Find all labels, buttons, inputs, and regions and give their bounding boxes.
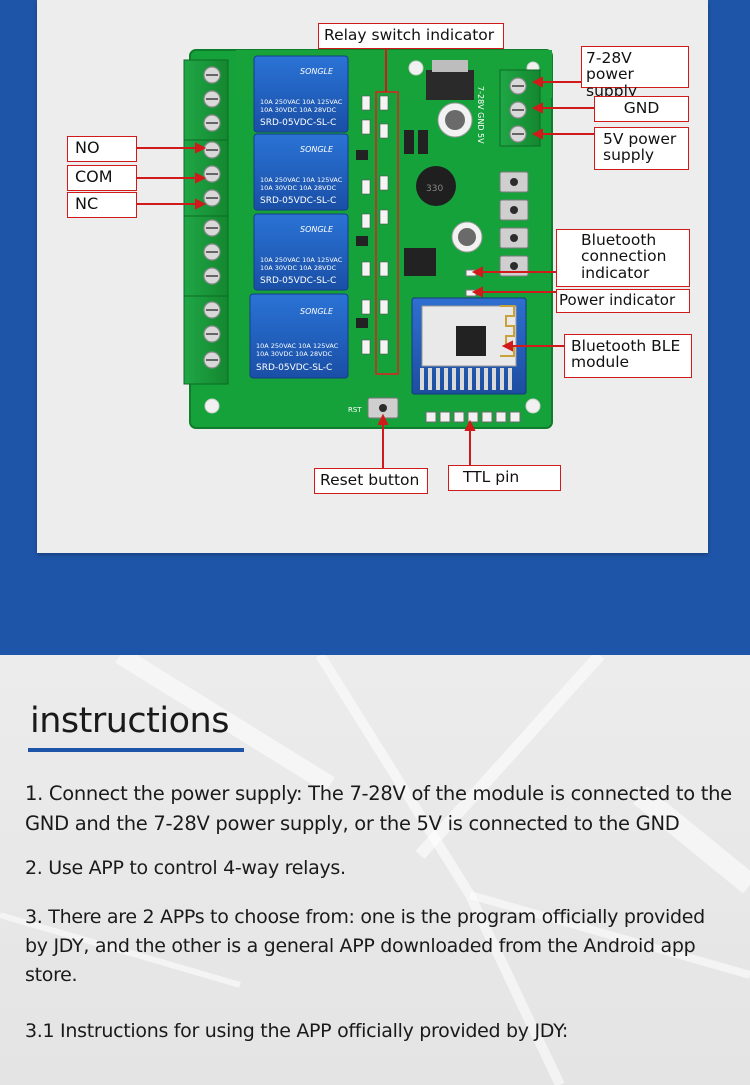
relay-rating: 10A 30VDC 10A 28VDC — [260, 184, 337, 192]
inductor — [416, 166, 456, 206]
callout-bluetooth-connection-indicator: Bluetooth connection indicator — [556, 229, 690, 287]
callout-nc: NC — [67, 192, 137, 218]
relay-rating: 10A 30VDC 10A 28VDC — [256, 350, 333, 358]
mount-hole — [408, 60, 424, 76]
relay-model: SRD-05VDC-SL-C — [260, 276, 336, 286]
relay-1: SONGLE 10A 250VAC 10A 125VAC 10A 30VDC 1… — [253, 55, 349, 133]
inductor-marking: 330 — [426, 184, 443, 194]
mount-hole — [525, 398, 541, 414]
callout-no: NO — [67, 136, 137, 162]
callout-ttl-pin: TTL pin — [448, 465, 561, 491]
callout-relay-switch-indicator: Relay switch indicator — [318, 23, 504, 49]
relay-2: SONGLE 10A 250VAC 10A 125VAC 10A 30VDC 1… — [253, 133, 349, 211]
callout-5v-power-supply: 5V power supply — [594, 127, 689, 170]
callout-7-28v-power-supply: 7-28V power supply — [581, 46, 689, 99]
relay-model: SRD-05VDC-SL-C — [260, 196, 336, 206]
callout-gnd: GND — [594, 96, 689, 122]
relay-rating: 10A 30VDC 10A 28VDC — [260, 106, 337, 114]
relay-model: SRD-05VDC-SL-C — [256, 363, 332, 373]
relay-4: SONGLE 10A 250VAC 10A 125VAC 10A 30VDC 1… — [249, 293, 349, 379]
callout-power-indicator: Power indicator — [556, 289, 690, 313]
relay-rating: 10A 30VDC 10A 28VDC — [260, 264, 337, 272]
relay-rating: 10A 250VAC 10A 125VAC — [260, 176, 343, 184]
relay-brand: SONGLE — [300, 145, 334, 154]
callout-bluetooth-ble-module: Bluetooth BLE module — [564, 334, 692, 378]
reset-silkscreen: RST — [348, 406, 362, 414]
relay-rating: 10A 250VAC 10A 125VAC — [260, 256, 343, 264]
instruction-step-3-1: 3.1 Instructions for using the APP offic… — [25, 1020, 568, 1042]
instructions-section: instructions 1. Connect the power supply… — [0, 655, 750, 1085]
ttl-pin-header — [425, 411, 521, 423]
instruction-step-1: 1. Connect the power supply: The 7-28V o… — [25, 782, 732, 835]
callout-reset-button: Reset button — [314, 468, 428, 494]
voltage-regulator — [426, 70, 474, 100]
relay-3: SONGLE 10A 250VAC 10A 125VAC 10A 30VDC 1… — [253, 213, 349, 291]
instructions-title: instructions — [30, 701, 229, 741]
relay-brand: SONGLE — [300, 225, 334, 234]
relay-model: SRD-05VDC-SL-C — [260, 118, 336, 128]
title-underline — [28, 748, 244, 752]
callout-com: COM — [67, 165, 137, 191]
relay-terminal-blocks — [183, 59, 229, 385]
relay-rating: 10A 250VAC 10A 125VAC — [260, 98, 343, 106]
relay-rating: 10A 250VAC 10A 125VAC — [256, 342, 339, 350]
relay-board-illustration: SONGLE 10A 250VAC 10A 125VAC 10A 30VDC 1… — [136, 48, 594, 470]
power-silkscreen: 7-28V GND 5V — [476, 86, 485, 144]
background-light-streaks — [0, 655, 750, 1085]
relay-brand: SONGLE — [300, 67, 334, 76]
instruction-step-2: 2. Use APP to control 4-way relays. — [25, 857, 346, 879]
relay-brand: SONGLE — [300, 307, 334, 316]
instruction-step-3: 3. There are 2 APPs to choose from: one … — [25, 906, 705, 986]
mount-hole — [204, 398, 220, 414]
